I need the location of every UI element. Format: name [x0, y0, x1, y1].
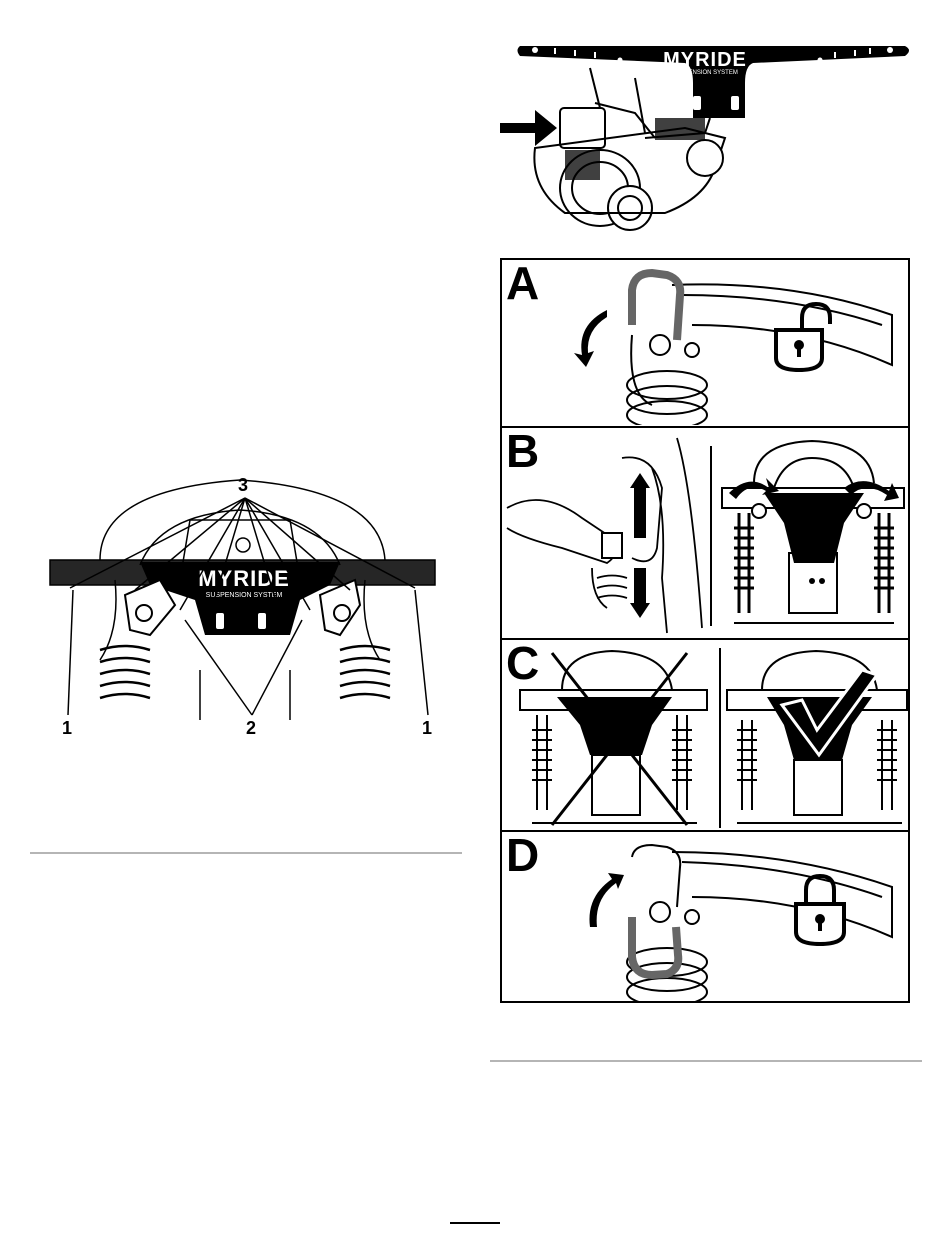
rotate-up-arrow-icon	[589, 873, 624, 927]
seat-callout-figure: MYRIDE SUSPENSION SYSTEM	[40, 470, 450, 740]
panel-label-d: D	[506, 830, 539, 882]
hand-adjust-illustration	[502, 428, 712, 638]
unlock-icon	[772, 300, 842, 380]
callout-1-left: 1	[62, 718, 72, 739]
decal-logo-left: MYRIDE	[198, 566, 290, 591]
panel-b: B	[500, 426, 910, 640]
page-number-rule	[450, 1222, 500, 1224]
decal-mower-figure: MYRIDE SUSPENSION SYSTEM	[495, 38, 915, 238]
decal-logo: MYRIDE	[663, 49, 747, 71]
panel-c: C	[500, 638, 910, 832]
lock-icon	[792, 872, 852, 952]
correct-adjustment-illustration	[722, 645, 910, 830]
divider-right	[490, 1060, 922, 1062]
incorrect-adjustment-illustration	[512, 645, 717, 830]
rotate-down-arrow-icon	[574, 310, 607, 367]
decal-subtitle: SUSPENSION SYSTEM	[672, 70, 738, 76]
panel-b-divider	[710, 446, 712, 626]
unlock-lever-illustration	[572, 265, 910, 425]
panel-a: A	[500, 258, 910, 428]
callout-2: 2	[246, 718, 256, 739]
callout-3: 3	[238, 475, 248, 496]
panel-d: D	[500, 830, 910, 1003]
rotate-arrows-icon	[714, 433, 910, 638]
panel-c-divider	[719, 648, 721, 828]
divider-left	[30, 852, 462, 854]
callout-1-right: 1	[422, 718, 432, 739]
panel-label-a: A	[506, 258, 539, 310]
lock-lever-illustration	[572, 837, 910, 1002]
